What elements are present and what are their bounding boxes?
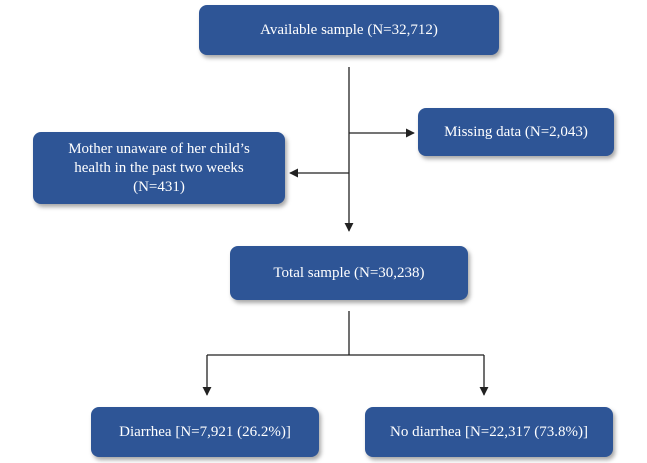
mother-unaware-line-1: Mother unaware of her child’s [68, 140, 250, 157]
total-sample-box: Total sample (N=30,238) [230, 246, 468, 300]
diarrhea-box: Diarrhea [N=7,921 (26.2%)] [91, 407, 319, 457]
missing-data-box: Missing data (N=2,043) [418, 108, 614, 156]
total-sample-label: Total sample (N=30,238) [273, 264, 425, 281]
diarrhea-label: Diarrhea [N=7,921 (26.2%)] [119, 423, 291, 440]
mother-unaware-box: Mother unaware of her child’s health in … [33, 132, 285, 204]
mother-unaware-line-2: health in the past two weeks [74, 159, 244, 176]
mother-unaware-line-3: (N=431) [133, 178, 185, 195]
available-sample-label: Available sample (N=32,712) [260, 21, 438, 38]
missing-data-label: Missing data (N=2,043) [444, 123, 588, 140]
mother-unaware-label: Mother unaware of her child’s health in … [68, 140, 250, 197]
available-sample-box: Available sample (N=32,712) [199, 5, 499, 55]
no-diarrhea-box: No diarrhea [N=22,317 (73.8%)] [365, 407, 613, 457]
no-diarrhea-label: No diarrhea [N=22,317 (73.8%)] [390, 423, 588, 440]
